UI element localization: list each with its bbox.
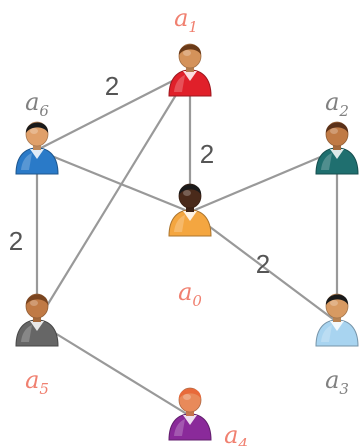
node-a3 bbox=[315, 293, 359, 347]
node-a5 bbox=[15, 293, 59, 347]
edge-a2-a0 bbox=[189, 148, 338, 214]
node-a6 bbox=[15, 121, 59, 175]
node-label-a2: a2 bbox=[325, 88, 349, 120]
node-label-a1: a1 bbox=[174, 4, 198, 36]
node-label-a4: a4 bbox=[224, 421, 248, 446]
person-icon bbox=[315, 121, 359, 175]
edge-a0-a3 bbox=[189, 211, 338, 323]
person-icon bbox=[168, 387, 212, 441]
person-icon bbox=[168, 183, 212, 237]
edge-label-a6-a5: 2 bbox=[9, 226, 23, 256]
person-icon bbox=[15, 121, 59, 175]
edge-label-a1-a6: 2 bbox=[105, 71, 119, 101]
node-a1 bbox=[168, 43, 212, 97]
edge-a6-a0 bbox=[36, 148, 191, 214]
person-icon bbox=[15, 293, 59, 347]
node-a4 bbox=[168, 387, 212, 441]
edges-layer bbox=[35, 71, 339, 417]
node-a2 bbox=[315, 121, 359, 175]
edge-a1-a6 bbox=[36, 71, 191, 151]
person-icon bbox=[315, 293, 359, 347]
edge-a5-a4 bbox=[36, 321, 191, 417]
node-label-a0: a0 bbox=[178, 278, 202, 310]
node-label-a3: a3 bbox=[325, 366, 349, 398]
edge-label-a0-a3: 2 bbox=[256, 249, 270, 279]
person-icon bbox=[168, 43, 212, 97]
edge-labels-layer: 2 2 2 2 bbox=[9, 71, 270, 279]
edge-label-a1-a0: 2 bbox=[200, 139, 214, 169]
edge-a1-a5 bbox=[36, 71, 191, 323]
nodes-layer: a0 a1 a2 a3 a4 a5 a6 bbox=[15, 4, 359, 446]
node-a0 bbox=[168, 183, 212, 237]
node-label-a6: a6 bbox=[25, 88, 49, 120]
node-label-a5: a5 bbox=[25, 366, 49, 398]
